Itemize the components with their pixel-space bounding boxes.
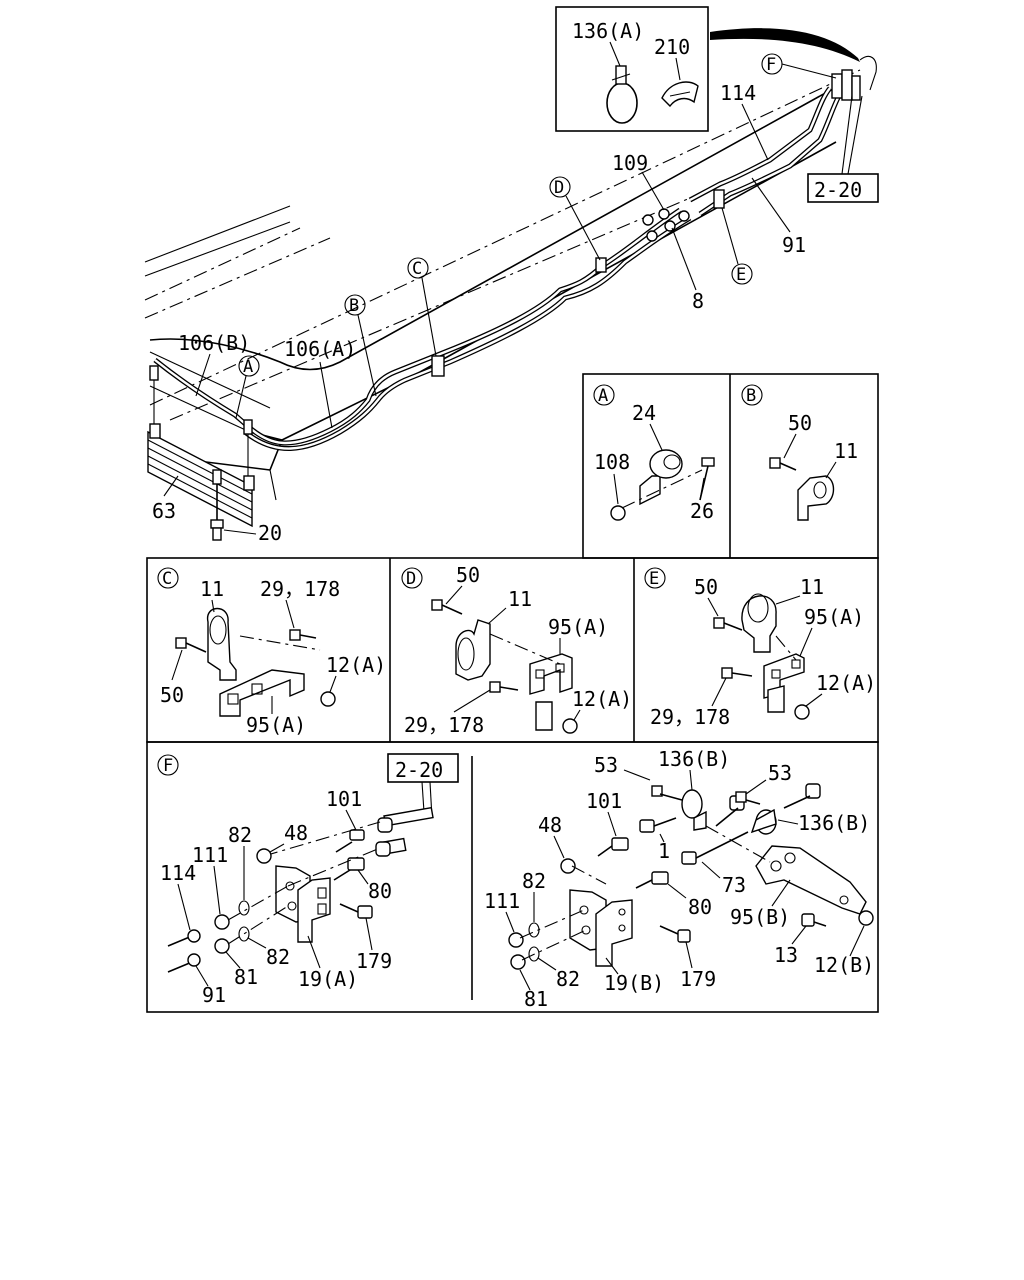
detail-f-right-95b: 95(B) (730, 905, 790, 929)
callout-210: 210 (654, 35, 690, 59)
detail-f-left-91: 91 (202, 983, 226, 1007)
marker-e: E (721, 207, 753, 285)
detail-f-right-82a: 82 (522, 869, 546, 893)
detail-f-right-12b: 12(B) (814, 953, 874, 977)
detail-f-right-13: 13 (774, 943, 798, 967)
detail-f-left-101: 101 (326, 787, 362, 811)
front-end-connectors (831, 55, 877, 101)
detail-b: B 50 11 (741, 384, 858, 521)
detail-d-29-178: 29，178 (404, 713, 484, 737)
detail-f-left-179: 179 (356, 949, 392, 973)
detail-a: A 24 108 26 (593, 384, 715, 523)
detail-d-50: 50 (456, 563, 480, 587)
detail-d-95a: 95(A) (548, 615, 608, 639)
detail-f-right-19b: 19(B) (604, 971, 664, 995)
oil-cooler-63 (147, 365, 255, 541)
detail-d: D 50 11 95(A) 29，178 12(A) (401, 563, 632, 737)
detail-b-50: 50 (788, 411, 812, 435)
detail-f-right-73: 73 (722, 873, 746, 897)
detail-e-12a: 12(A) (816, 671, 876, 695)
svg-text:F: F (163, 756, 173, 776)
cooler-pipes (153, 86, 843, 451)
callout-8: 8 (692, 289, 704, 313)
detail-f-right-53a: 53 (594, 753, 618, 777)
detail-e: E 50 11 95(A) 29，178 12(A) (644, 567, 876, 729)
detail-c-12a: 12(A) (326, 653, 386, 677)
callout-91: 91 (782, 233, 806, 257)
svg-text:E: E (649, 569, 659, 589)
callout-114: 114 (720, 81, 756, 105)
detail-c-11: 11 (200, 577, 224, 601)
detail-f-left-80: 80 (368, 879, 392, 903)
detail-f-ref-box (387, 753, 459, 783)
svg-text:F: F (766, 55, 776, 75)
detail-f-right-82b: 82 (556, 967, 580, 991)
marker-c: C (407, 257, 437, 357)
detail-a-24: 24 (632, 401, 656, 425)
detail-c-29-178: 29，178 (260, 577, 340, 601)
detail-f-right-48: 48 (538, 813, 562, 837)
svg-text:2-20: 2-20 (395, 758, 443, 782)
svg-text:C: C (412, 259, 422, 279)
detail-f-left-114: 114 (160, 861, 196, 885)
detail-f-left-48: 48 (284, 821, 308, 845)
detail-f-left-111: 111 (192, 843, 228, 867)
detail-f-left-82a: 82 (228, 823, 252, 847)
detail-f-left-19a: 19(A) (298, 967, 358, 991)
detail-e-50: 50 (694, 575, 718, 599)
detail-f-right-53b: 53 (768, 761, 792, 785)
detail-c: C 11 29，178 50 12(A) 95(A) (157, 567, 386, 737)
callout-20: 20 (258, 521, 282, 545)
svg-text:A: A (243, 357, 253, 377)
svg-text:E: E (736, 265, 746, 285)
detail-f-right-136b-b: 136(B) (798, 811, 870, 835)
detail-f-right-101: 101 (586, 789, 622, 813)
marker-a: A (235, 355, 260, 419)
detail-c-50: 50 (160, 683, 184, 707)
detail-frame-f (146, 741, 879, 1013)
callout-109: 109 (612, 151, 648, 175)
detail-f-right-111: 111 (484, 889, 520, 913)
detail-f-right-1: 1 (658, 839, 670, 863)
callout-106a: 106(A) (284, 337, 356, 361)
detail-e-95a: 95(A) (804, 605, 864, 629)
detail-f-right-179: 179 (680, 967, 716, 991)
detail-a-26: 26 (690, 499, 714, 523)
callout-63: 63 (152, 499, 176, 523)
callout-106b: 106(B) (178, 331, 250, 355)
clamp-136a (606, 65, 638, 124)
detail-d-12a: 12(A) (572, 687, 632, 711)
detail-d-11: 11 (508, 587, 532, 611)
inset-box-136a-210 (555, 6, 709, 132)
inset-leader (710, 28, 860, 62)
svg-text:B: B (746, 386, 756, 406)
detail-e-29-178: 29，178 (650, 705, 730, 729)
detail-f-right-81: 81 (524, 987, 548, 1011)
ref-2-20-label: 2-20 (814, 178, 862, 202)
detail-e-11: 11 (800, 575, 824, 599)
callout-136a: 136(A) (572, 19, 644, 43)
detail-a-108: 108 (594, 450, 630, 474)
svg-text:D: D (554, 178, 564, 198)
detail-c-95a: 95(A) (246, 713, 306, 737)
svg-text:B: B (349, 296, 359, 316)
svg-text:C: C (162, 569, 172, 589)
fittings-109-8 (642, 208, 690, 242)
marker-f: F (761, 53, 837, 79)
svg-text:D: D (406, 569, 416, 589)
marker-d: D (549, 176, 601, 261)
marker-b: B (344, 294, 377, 397)
detail-b-11: 11 (834, 439, 858, 463)
detail-f-right: 53 136(B) 53 101 136(B) 48 1 82 73 80 11… (484, 747, 874, 1011)
detail-f-right-136b-a: 136(B) (658, 747, 730, 771)
svg-text:A: A (598, 386, 608, 406)
detail-f-left: F 2-20 (157, 753, 459, 1007)
detail-f-left-81: 81 (234, 965, 258, 989)
main-assembly-view: 136(A) 210 (144, 6, 879, 545)
detail-f-left-82b: 82 (266, 945, 290, 969)
detail-f-right-80: 80 (688, 895, 712, 919)
spacer-210 (661, 81, 699, 108)
ref-box-2-20 (807, 173, 879, 203)
